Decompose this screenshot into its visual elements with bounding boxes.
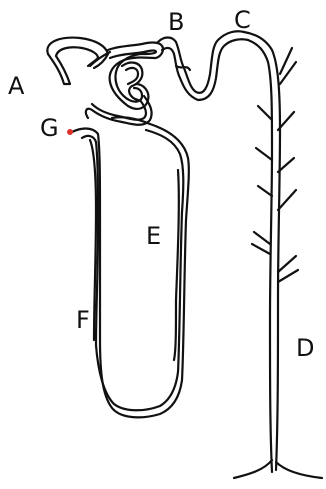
label-a: A	[8, 72, 25, 100]
label-g: G	[40, 114, 59, 142]
label-d: D	[296, 334, 314, 362]
label-e: E	[146, 222, 161, 250]
collecting-duct	[234, 32, 322, 478]
label-b: B	[168, 8, 184, 36]
label-f: F	[76, 306, 90, 334]
marker-dot	[67, 129, 73, 135]
label-c: C	[234, 6, 251, 34]
distal-convoluted-tubule	[158, 31, 248, 100]
glomerular-capsule	[47, 38, 110, 84]
loop-of-henle	[72, 117, 189, 417]
